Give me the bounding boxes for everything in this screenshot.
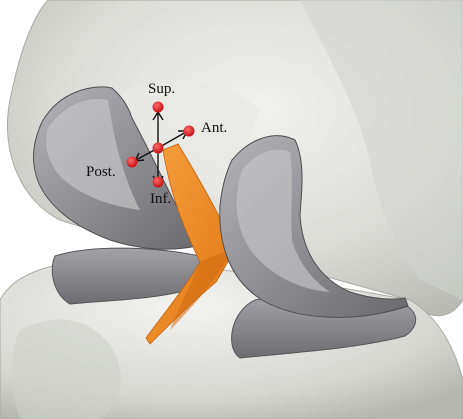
anterior-label: Ant. (201, 120, 227, 136)
superior-marker (153, 102, 164, 113)
origin-marker (153, 143, 164, 154)
anterior-marker (184, 126, 195, 137)
posterior-marker (127, 157, 138, 168)
inferior-marker (153, 177, 164, 188)
inferior-label: Inf. (150, 191, 171, 207)
posterior-label: Post. (86, 164, 116, 180)
superior-label: Sup. (148, 81, 175, 97)
